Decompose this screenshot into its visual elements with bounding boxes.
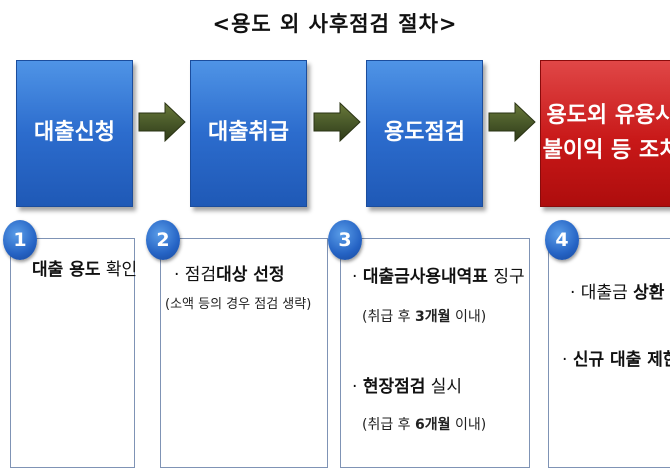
- detail-3-note-1: (취급 후 3개월 이내): [362, 309, 487, 325]
- step-loan-handling: 대출취급: [190, 60, 307, 207]
- detail-4-item-2: · 신규 대출 제한: [562, 350, 670, 370]
- step-label: 용도점검: [384, 120, 465, 146]
- step-number-badge: 3: [328, 220, 362, 260]
- detail-box-3: [340, 238, 530, 468]
- detail-box-2: [160, 238, 328, 468]
- arrow-right-icon: [313, 101, 361, 143]
- step-number-badge: 1: [3, 220, 37, 260]
- step-usage-check: 용도점검: [366, 60, 483, 207]
- step-label-line2: 불이익 등 조치: [542, 137, 670, 163]
- step-label: 대출취급: [208, 120, 289, 146]
- detail-3-item-2: · 현장점검 실시: [352, 377, 463, 397]
- step-number-badge: 2: [146, 220, 180, 260]
- step-label: 대출신청: [34, 120, 115, 146]
- detail-1-text: 대출 용도 확인: [32, 260, 138, 280]
- step-label-line1: 용도외 유용시: [546, 103, 670, 129]
- detail-box-1: [10, 238, 135, 468]
- detail-box-4: [548, 238, 670, 468]
- step-loan-application: 대출신청: [16, 60, 133, 207]
- step-number-badge: 4: [545, 220, 579, 260]
- detail-3-item-1: · 대출금사용내역표 징구: [352, 267, 525, 287]
- detail-2-note: (소액 등의 경우 점검 생략): [165, 297, 312, 312]
- detail-4-item-1: · 대출금 상환: [570, 283, 665, 303]
- step-penalty-action: 용도외 유용시 불이익 등 조치: [540, 60, 670, 207]
- diagram-title: <용도 외 사후점검 절차>: [212, 12, 458, 36]
- arrow-right-icon: [138, 101, 186, 143]
- detail-3-note-2: (취급 후 6개월 이내): [362, 417, 487, 433]
- arrow-right-icon: [488, 101, 536, 143]
- detail-2-item: · 점검대상 선정: [174, 265, 285, 285]
